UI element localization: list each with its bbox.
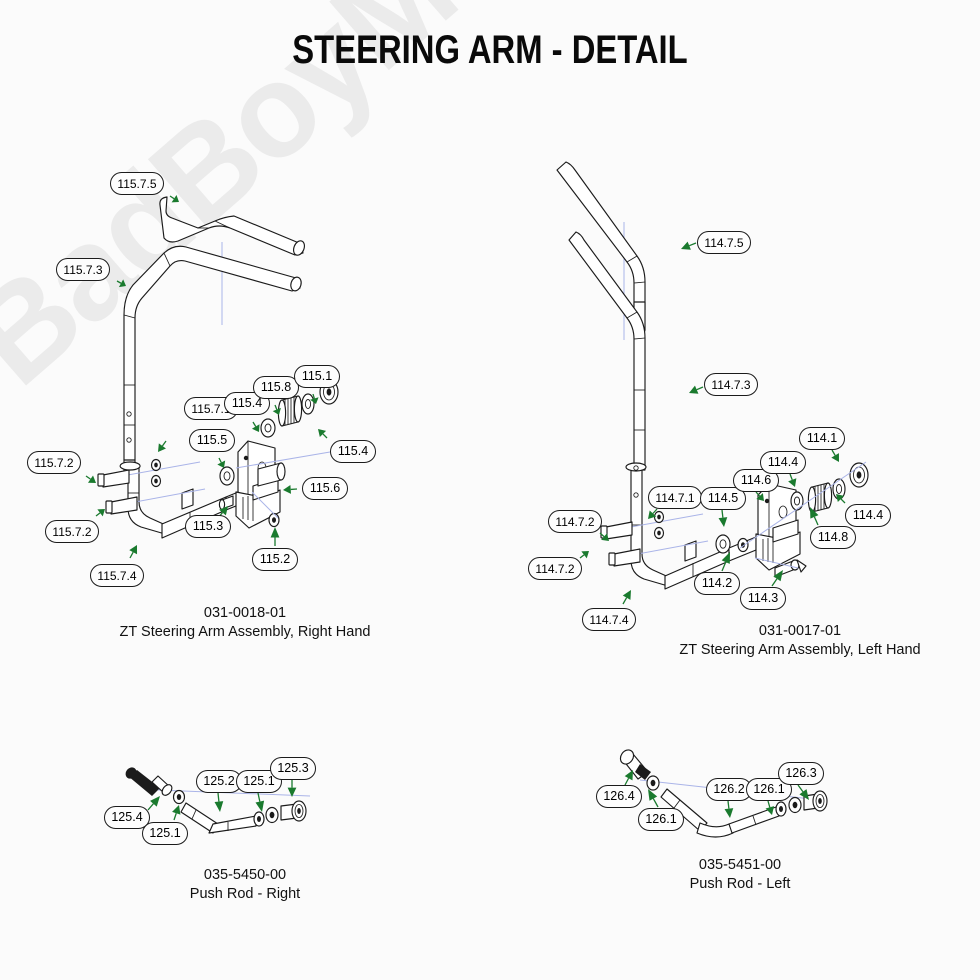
callout-115-7-4[interactable]: 115.7.4 [90,564,144,587]
callout-114-7-2[interactable]: 114.7.2 [528,557,582,580]
part-number: 031-0017-01 [758,623,842,639]
callout-125-1[interactable]: 125.1 [236,770,282,793]
part-description: Push Rod - Left [689,876,791,892]
callout-114-5[interactable]: 114.5 [700,487,746,510]
left-hand-arm-artwork [556,161,869,590]
callout-114-4[interactable]: 114.4 [760,451,806,474]
callout-126-1[interactable]: 126.1 [746,778,792,801]
callout-115-5[interactable]: 115.5 [189,429,235,452]
caption-push-rod-right: 035-5450-00 Push Rod - Right [110,866,380,904]
caption-push-rod-left: 035-5451-00 Push Rod - Left [605,856,875,894]
callout-126-3[interactable]: 126.3 [778,762,824,785]
callout-125-2[interactable]: 125.2 [196,770,242,793]
callout-126-4[interactable]: 126.4 [596,785,642,808]
callout-125-4[interactable]: 125.4 [104,806,150,829]
callout-leader-lines [85,195,846,821]
callout-114-8[interactable]: 114.8 [810,526,856,549]
push-rod-right-artwork [125,767,311,834]
part-number: 035-5450-00 [203,867,287,883]
callout-114-7-5[interactable]: 114.7.5 [697,231,751,254]
part-description: ZT Steering Arm Assembly, Right Hand [119,624,371,640]
callout-115-3[interactable]: 115.3 [185,515,231,538]
callout-125-3[interactable]: 125.3 [270,757,316,780]
callout-114-7-3[interactable]: 114.7.3 [704,373,758,396]
callout-114-4[interactable]: 114.4 [845,504,891,527]
callout-126-2[interactable]: 126.2 [706,778,752,801]
push-rod-left-artwork [619,749,828,838]
callout-114-6[interactable]: 114.6 [733,469,779,492]
page-title: STEERING ARM - DETAIL [292,28,688,72]
right-hand-arm-artwork [97,196,339,539]
callout-126-1[interactable]: 126.1 [638,808,684,831]
callout-125-1[interactable]: 125.1 [142,822,188,845]
callout-115-7-3[interactable]: 115.7.3 [56,258,110,281]
part-description: ZT Steering Arm Assembly, Left Hand [679,642,921,658]
callout-114-7-1[interactable]: 114.7.1 [648,486,702,509]
callout-115-8[interactable]: 115.8 [253,376,299,399]
callout-115-7-2[interactable]: 115.7.2 [27,451,81,474]
callout-114-3[interactable]: 114.3 [740,587,786,610]
callout-115-6[interactable]: 115.6 [302,477,348,500]
callout-114-7-2[interactable]: 114.7.2 [548,510,602,533]
callout-114-7-4[interactable]: 114.7.4 [582,608,636,631]
callout-114-2[interactable]: 114.2 [694,572,740,595]
caption-left-hand-assembly: 031-0017-01 ZT Steering Arm Assembly, Le… [635,622,965,660]
callout-115-4[interactable]: 115.4 [330,440,376,463]
part-number: 031-0018-01 [203,605,287,621]
part-number: 035-5451-00 [698,857,782,873]
callout-115-1[interactable]: 115.1 [294,365,340,388]
caption-right-hand-assembly: 031-0018-01 ZT Steering Arm Assembly, Ri… [80,604,410,642]
callout-115-2[interactable]: 115.2 [252,548,298,571]
part-description: Push Rod - Right [189,886,301,902]
callout-114-1[interactable]: 114.1 [799,427,845,450]
callout-115-7-5[interactable]: 115.7.5 [110,172,164,195]
callout-115-7-2[interactable]: 115.7.2 [45,520,99,543]
